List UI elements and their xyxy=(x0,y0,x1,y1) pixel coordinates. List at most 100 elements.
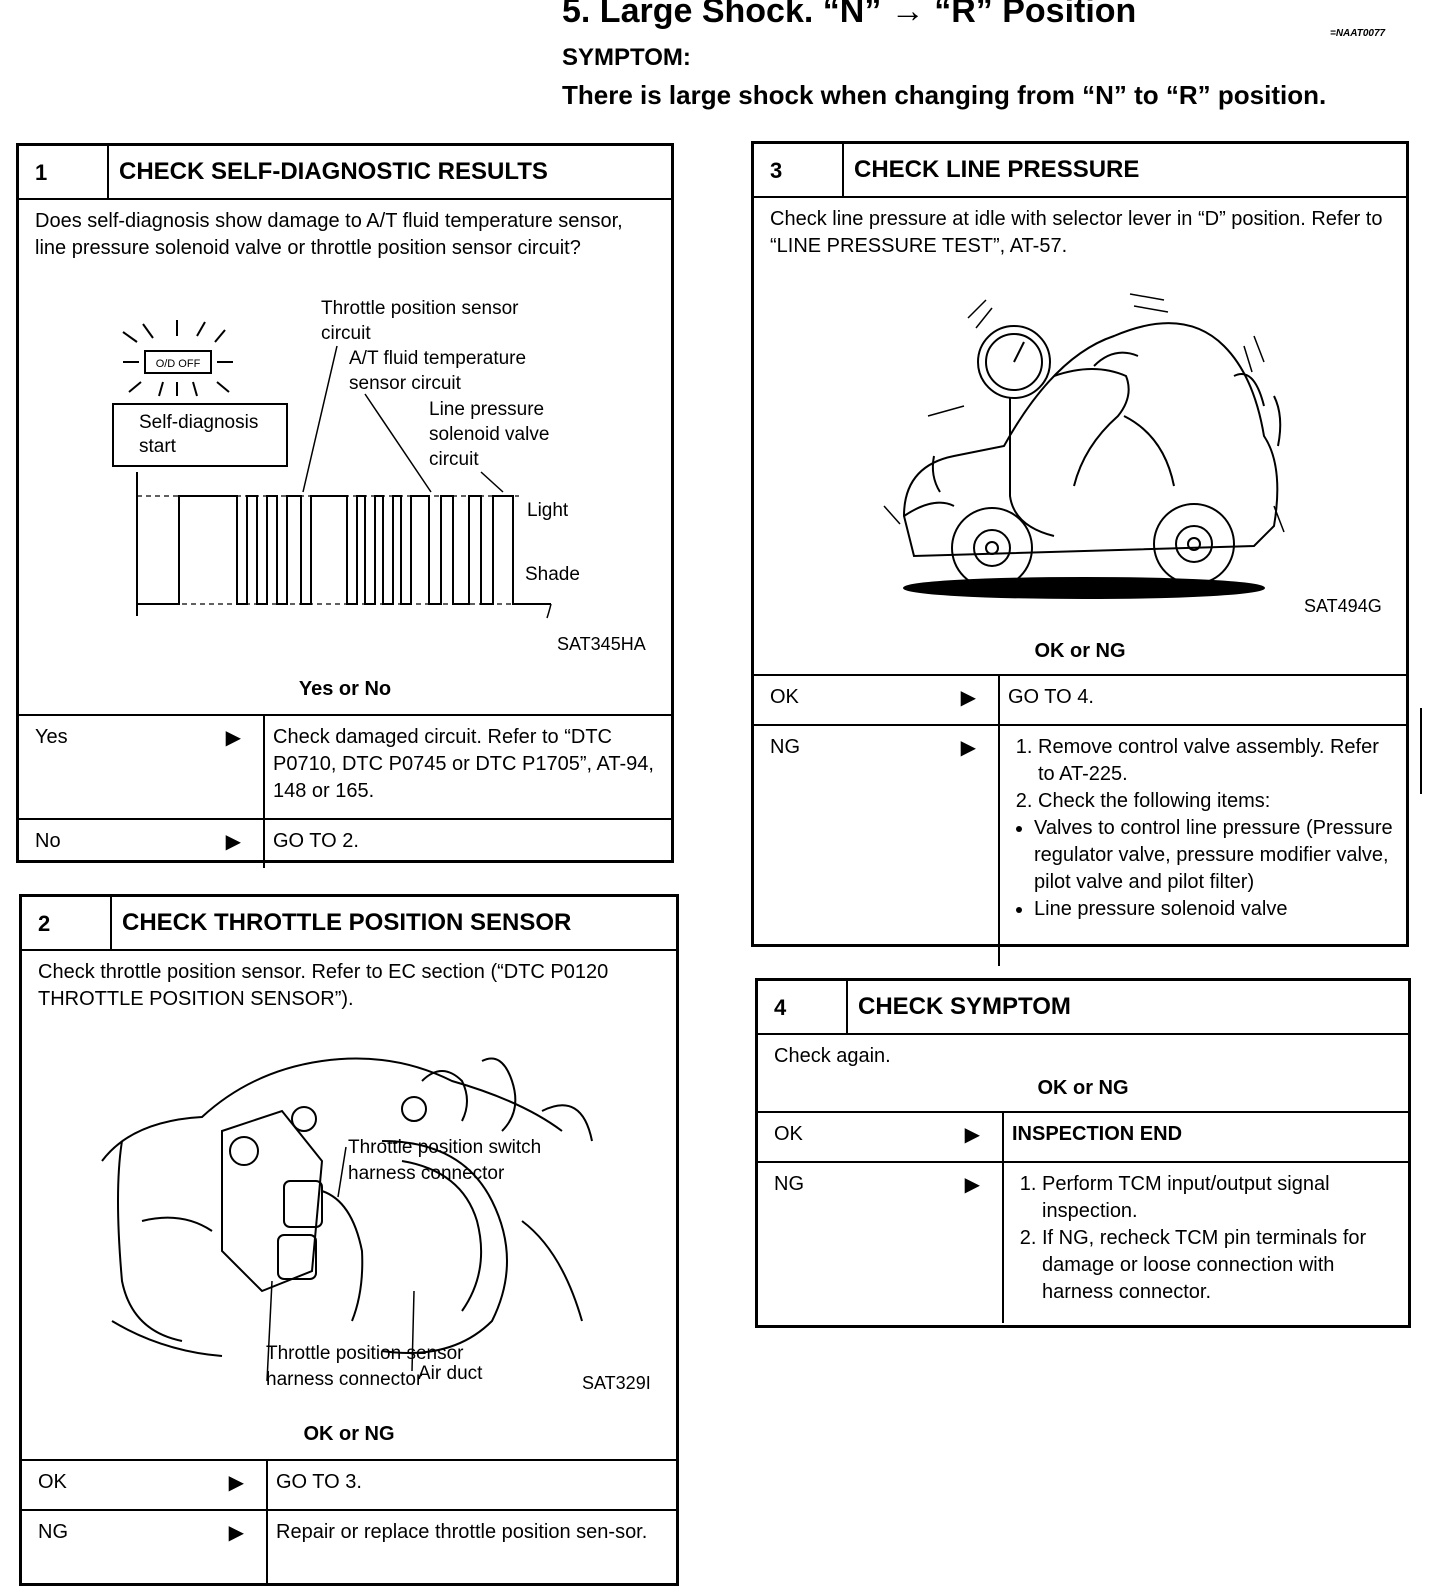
line-pressure-figure: SAT494G xyxy=(754,266,1406,630)
lps-label-line-2: solenoid valve xyxy=(429,424,549,445)
step-2-box: 2 CHECK THROTTLE POSITION SENSOR Check t… xyxy=(19,894,679,1586)
step-3-row-ng: NG ▶ Remove control valve assembly. Refe… xyxy=(754,724,1406,966)
car-drawing xyxy=(902,322,1282,599)
lamp-text: O/D OFF xyxy=(156,358,201,370)
self-diagnosis-diagram: O/D OFF Self-diagnosis start Throttle po… xyxy=(112,298,580,619)
switch-label-line-1: Throttle position switch xyxy=(348,1137,541,1158)
row-label: Yes ▶ xyxy=(19,716,265,818)
waveform-tail xyxy=(546,603,552,619)
ng-steps-list: Remove control valve assembly. Refer to … xyxy=(1008,734,1398,815)
od-off-lamp-icon xyxy=(122,320,233,397)
margin-change-bar xyxy=(1420,708,1422,794)
row-action: GO TO 3. xyxy=(276,1471,362,1493)
throttle-sensor-illustration: Throttle position switch harness connect… xyxy=(101,1057,593,1402)
step-title: CHECK THROTTLE POSITION SENSOR xyxy=(122,909,572,936)
arrow-right-icon: ▶ xyxy=(225,727,241,749)
step-4-question: OK or NG xyxy=(1037,1077,1129,1099)
row-label-text: OK xyxy=(38,1471,67,1493)
arrow-right-icon: ▶ xyxy=(964,1124,980,1146)
row-label: NG ▶ xyxy=(22,1511,268,1583)
step-title: CHECK LINE PRESSURE xyxy=(854,156,1140,183)
row-action: INSPECTION END xyxy=(1012,1123,1183,1145)
row-label: NG ▶ xyxy=(758,1163,1004,1323)
sensor-label-line-2: harness connector xyxy=(266,1369,423,1390)
engine-drawing xyxy=(101,1057,593,1357)
row-action: Check damaged circuit. Refer to “DTC P07… xyxy=(273,726,654,802)
list-item: Remove control valve assembly. Refer to … xyxy=(1038,734,1398,788)
step-3-box: 3 CHECK LINE PRESSURE Check line pressur… xyxy=(751,141,1409,966)
arrow-right-icon: ▶ xyxy=(228,1472,244,1494)
step-2-body: Check throttle position sensor. Refer to… xyxy=(38,961,609,1010)
step-number: 4 xyxy=(758,981,848,1033)
document-code: =NAAT0077 xyxy=(1330,28,1386,39)
atf-label-line-1: A/T fluid temperature xyxy=(349,348,526,369)
self-diagnosis-figure: O/D OFF Self-diagnosis start Throttle po… xyxy=(19,294,671,654)
step-3-body: Check line pressure at idle with selecto… xyxy=(770,208,1383,257)
lps-label-line-1: Line pressure xyxy=(429,399,544,420)
air-duct-label: Air duct xyxy=(418,1363,483,1381)
list-item: Line pressure solenoid valve xyxy=(1034,896,1398,923)
symptom-text: There is large shock when changing from … xyxy=(562,80,1327,110)
step-3-row-ok: OK ▶ GO TO 4. xyxy=(754,674,1406,724)
step-4-row-ok: OK ▶ INSPECTION END xyxy=(758,1111,1408,1161)
figure-code: SAT329I xyxy=(582,1373,651,1393)
ng-steps-list: Perform TCM input/output signal inspecti… xyxy=(1012,1171,1400,1306)
figure-code: SAT494G xyxy=(1304,596,1382,616)
step-3-question: OK or NG xyxy=(1034,640,1126,662)
row-label-text: OK xyxy=(774,1123,803,1145)
step-4-header: 4 CHECK SYMPTOM xyxy=(758,981,1408,1035)
step-1-row-no: No ▶ GO TO 2. xyxy=(19,818,671,868)
row-label: OK ▶ xyxy=(754,676,1000,724)
ng-bullets-list: Valves to control line pressure (Pressur… xyxy=(1008,815,1398,923)
arrow-right-icon: ▶ xyxy=(225,831,241,853)
atf-label-line-2: sensor circuit xyxy=(349,373,462,394)
shade-label: Shade xyxy=(525,564,580,585)
step-2-row-ok: OK ▶ GO TO 3. xyxy=(22,1459,676,1509)
step-1-header: 1 CHECK SELF-DIAGNOSTIC RESULTS xyxy=(19,146,671,200)
step-1-box: 1 CHECK SELF-DIAGNOSTIC RESULTS Does sel… xyxy=(16,143,674,868)
row-label: OK ▶ xyxy=(22,1461,268,1509)
step-2-row-ng: NG ▶ Repair or replace throttle position… xyxy=(22,1509,676,1583)
list-item: If NG, recheck TCM pin terminals for dam… xyxy=(1042,1225,1400,1306)
start-label-line-1: Self-diagnosis xyxy=(139,412,258,433)
list-item: Valves to control line pressure (Pressur… xyxy=(1034,815,1398,896)
row-label: NG ▶ xyxy=(754,726,1000,966)
lps-label-line-3: circuit xyxy=(429,449,479,470)
row-action: Remove control valve assembly. Refer to … xyxy=(1000,726,1406,966)
row-action: Perform TCM input/output signal inspecti… xyxy=(1004,1163,1408,1323)
leader-lines xyxy=(302,345,504,493)
sensor-label: Throttle position sensor harness connect… xyxy=(266,1341,464,1393)
tps-label-line-2: circuit xyxy=(321,323,371,344)
throttle-sensor-figure: Throttle position switch harness connect… xyxy=(22,1021,676,1402)
motion-lines xyxy=(883,293,1285,533)
row-action: GO TO 4. xyxy=(1008,686,1094,708)
step-1-body: Does self-diagnosis show damage to A/T f… xyxy=(35,210,623,259)
arrow-right-icon: ▶ xyxy=(960,737,976,759)
step-3-header: 3 CHECK LINE PRESSURE xyxy=(754,144,1406,198)
row-label-text: No xyxy=(35,830,61,852)
step-1-question: Yes or No xyxy=(298,678,392,700)
start-label-box xyxy=(112,403,288,467)
tps-label-line-1: Throttle position sensor xyxy=(321,298,519,319)
row-label-text: Yes xyxy=(35,726,68,748)
step-4-row-ng: NG ▶ Perform TCM input/output signal ins… xyxy=(758,1161,1408,1323)
row-label-text: NG xyxy=(38,1521,68,1543)
step-4-box: 4 CHECK SYMPTOM Check again. OK or NG OK… xyxy=(755,978,1411,1328)
row-label-text: NG xyxy=(770,736,800,758)
step-2-header: 2 CHECK THROTTLE POSITION SENSOR xyxy=(22,897,676,951)
row-label: No ▶ xyxy=(19,820,265,868)
figure-code: SAT345HA xyxy=(557,634,646,654)
switch-label-line-2: harness connector xyxy=(348,1163,505,1184)
step-number: 3 xyxy=(754,144,844,196)
page-title: 5. Large Shock. “N” → “R” Position xyxy=(562,0,1137,30)
row-label: OK ▶ xyxy=(758,1113,1004,1161)
row-action: Repair or replace throttle position sen-… xyxy=(276,1521,648,1543)
step-title: CHECK SYMPTOM xyxy=(858,993,1071,1020)
step-4-body: Check again. xyxy=(774,1045,891,1067)
diagnosis-waveform xyxy=(137,495,551,605)
sensor-label-line-1: Throttle position sensor xyxy=(266,1343,464,1364)
row-label-text: NG xyxy=(774,1173,804,1195)
start-label-line-2: start xyxy=(139,436,177,457)
list-item: Check the following items: xyxy=(1038,788,1398,815)
line-pressure-test-illustration xyxy=(883,293,1285,599)
